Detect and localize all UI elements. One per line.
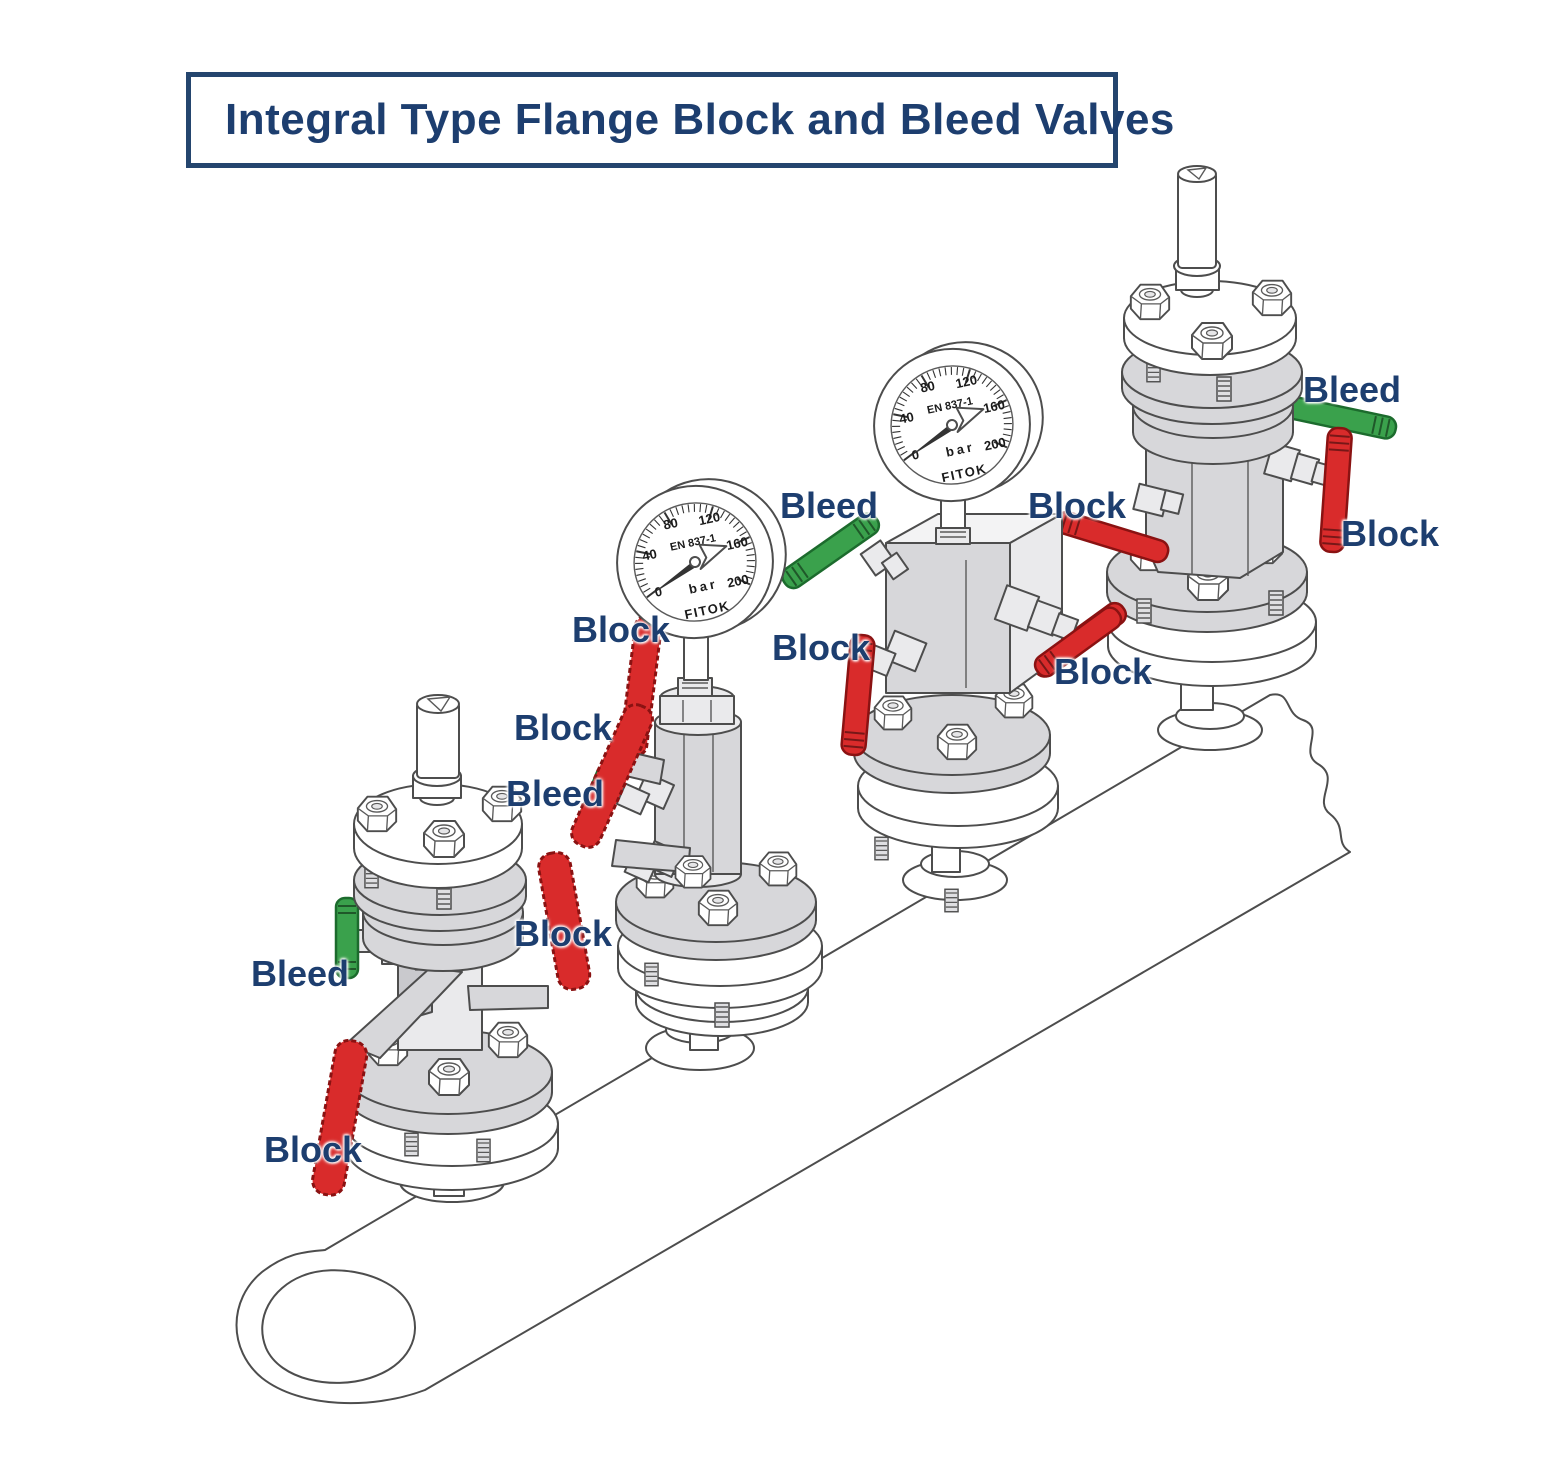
gauge-tick-80: 80 xyxy=(919,378,936,396)
label-a4-block-left: Block xyxy=(1028,485,1127,526)
valve-assembly-3: 0 40 80 120 160 200 EN 837-1 bar FITOK xyxy=(781,341,1123,913)
label-a3-block-left: Block xyxy=(772,627,871,668)
gauge-tick-200: 200 xyxy=(983,434,1007,453)
gauge-tick-40: 40 xyxy=(641,546,658,564)
a3-bleed-handle-green xyxy=(781,512,881,590)
pressure-gauge-a3: 0 40 80 120 160 200 EN 837-1 bar FITOK xyxy=(873,341,1044,503)
a1-block-handle-right xyxy=(537,850,592,991)
gauge-tick-0: 0 xyxy=(910,447,920,463)
label-a3-block-right: Block xyxy=(1054,651,1153,692)
title-box: Integral Type Flange Block and Bleed Val… xyxy=(186,72,1174,168)
label-a1-block-right: Block xyxy=(514,913,613,954)
label-a2-block-mid: Block xyxy=(514,707,613,748)
gauge-tick-80: 80 xyxy=(662,515,679,533)
a3-block-handle-right xyxy=(1033,606,1123,678)
label-a1-bleed: Bleed xyxy=(251,953,350,994)
gauge-needle xyxy=(650,558,699,595)
gauge-tick-120: 120 xyxy=(954,372,978,391)
gauge-tick-200: 200 xyxy=(726,571,750,590)
pipe-open-end xyxy=(261,1269,416,1384)
a4-block-handle-right xyxy=(1319,426,1353,554)
label-a3-bleed: Bleed xyxy=(780,485,879,526)
gauge-needle xyxy=(907,421,956,458)
label-a1-block: Block xyxy=(264,1129,363,1170)
a1-bleed-handle-green xyxy=(334,896,360,980)
valve-assembly-4 xyxy=(1032,165,1398,751)
gauge-tick-160: 160 xyxy=(725,534,749,553)
gauge-unit-label: bar xyxy=(944,439,976,460)
a1-block-handle-left xyxy=(311,1038,369,1197)
main-pipe xyxy=(235,693,1351,1405)
gauge-unit-label: bar xyxy=(687,576,719,597)
label-a4-bleed: Bleed xyxy=(1303,369,1402,410)
a2-block-handle-mid xyxy=(570,703,654,849)
label-a2-block-top: Block xyxy=(572,609,671,650)
gauge-tick-120: 120 xyxy=(697,509,721,528)
gauge-tick-40: 40 xyxy=(898,409,915,427)
valve-assembly-1 xyxy=(311,694,592,1203)
label-a4-block-right: Block xyxy=(1341,513,1440,554)
gauge-tick-160: 160 xyxy=(982,397,1006,416)
page-title: Integral Type Flange Block and Bleed Val… xyxy=(225,95,1175,144)
a3-block-handle-left xyxy=(840,633,876,757)
valve-assembly-2: 0 40 80 120 160 200 EN 837-1 bar FITOK xyxy=(570,478,823,1071)
gauge-tick-0: 0 xyxy=(653,584,663,600)
label-a2-bleed: Bleed xyxy=(506,773,605,814)
pressure-gauge-a2: 0 40 80 120 160 200 EN 837-1 bar FITOK xyxy=(616,478,787,640)
